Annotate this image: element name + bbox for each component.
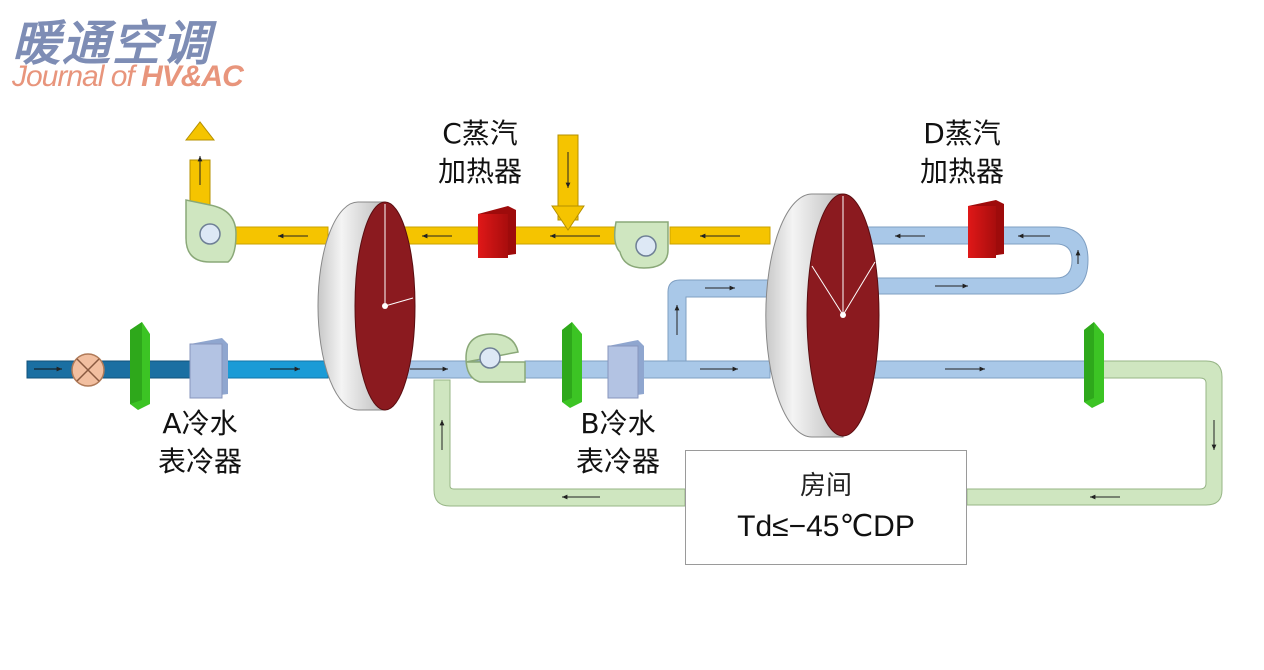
cooler-a-label-line1: A冷水	[162, 407, 238, 440]
after-coil	[1084, 322, 1104, 408]
heater-d-label: D蒸汽 加热器	[920, 115, 1004, 191]
room-dewpoint-condition: Td≤−45℃DP	[737, 510, 915, 543]
cooling-coil-a	[130, 322, 150, 410]
room-box: 房间 Td≤−45℃DP	[685, 450, 967, 565]
room-name: 房间	[799, 471, 852, 501]
inlet-valve	[71, 353, 105, 387]
cooler-a-label: A冷水 表冷器	[158, 405, 242, 481]
heater-d-label-line1: D蒸汽	[923, 117, 1001, 150]
regen-exhaust-fan	[185, 199, 237, 263]
regen-air-duct	[184, 121, 771, 245]
process-air-fan	[465, 333, 526, 383]
cooler-b-label: B冷水 表冷器	[576, 405, 660, 481]
return-air-duct	[433, 360, 1223, 507]
journal-logo-en: Journal of HV&AC	[12, 60, 244, 94]
heater-c-label-line1: C蒸汽	[442, 117, 518, 150]
regen-supply-fan	[613, 221, 669, 269]
journal-logo-en-suffix: HV&AC	[141, 60, 244, 93]
journal-logo-cn: 暖通空调	[12, 16, 213, 72]
chilled-water-cooler-b	[607, 340, 644, 399]
heater-d-label-line2: 加热器	[920, 155, 1005, 188]
steam-heater-c	[478, 206, 516, 258]
cooler-b-label-line1: B冷水	[580, 407, 656, 440]
heater-c-label-line2: 加热器	[438, 155, 523, 188]
desiccant-wheel-1	[317, 201, 416, 411]
process-air-duct	[394, 226, 1089, 379]
chilled-water-cooler-a	[189, 338, 228, 399]
cooler-b-label-line2: 表冷器	[576, 445, 661, 478]
journal-logo-en-prefix: Journal of	[12, 60, 142, 93]
steam-heater-d	[968, 200, 1004, 258]
heater-c-label: C蒸汽 加热器	[438, 115, 522, 191]
desiccant-wheel-2	[765, 193, 880, 438]
cooling-coil-b	[562, 322, 582, 408]
cooler-a-label-line2: 表冷器	[158, 445, 243, 478]
